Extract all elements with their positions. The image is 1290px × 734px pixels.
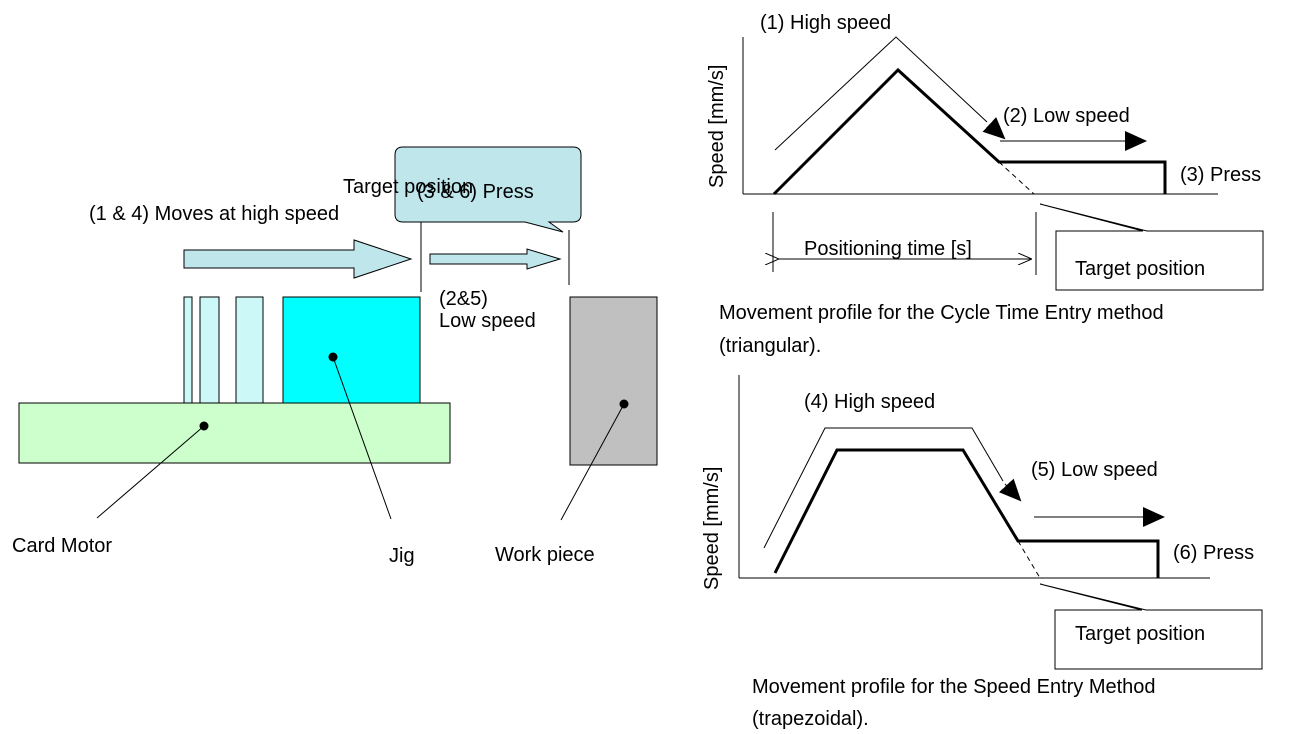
- y-axis-label: Speed [mm/s]: [701, 467, 723, 590]
- triangular-title-high-speed: (1) High speed: [760, 12, 891, 34]
- high-speed-guide: [774, 36, 988, 151]
- trapezoidal-target-callout-text: Target position: [1075, 623, 1205, 645]
- motor-fin: [235, 296, 264, 404]
- work-piece-block: [569, 296, 658, 466]
- target-callout-box: [1039, 203, 1264, 291]
- mechanical-diagram: (3 & 6) Press Target position (1 & 4) Mo…: [12, 146, 658, 567]
- low-speed-label-line1: (2&5): [439, 288, 488, 310]
- card-motor-label: Card Motor: [12, 535, 112, 557]
- trapezoidal-high-speed-label: (4) High speed: [804, 391, 935, 413]
- card-motor-leader: [96, 425, 205, 519]
- target-position-label: Target position: [343, 176, 473, 198]
- motor-fin: [199, 296, 220, 404]
- high-speed-guide: [763, 427, 1004, 549]
- trapezoidal-caption-line2: (trapezoidal).: [752, 708, 869, 730]
- dashed-extension: [998, 161, 1035, 195]
- dashed-extension: [1017, 540, 1041, 579]
- positioning-time-label: Positioning time [s]: [804, 238, 972, 260]
- high-speed-move-label: (1 & 4) Moves at high speed: [89, 203, 339, 225]
- low-speed-arrow: [429, 248, 562, 270]
- triangular-caption-line2: (triangular).: [719, 335, 821, 357]
- speed-profile-line: [773, 448, 1160, 578]
- card-motor-base: [18, 402, 451, 464]
- work-piece-leader: [560, 403, 625, 521]
- low-speed-arrow: [999, 478, 1022, 502]
- jig-label: Jig: [389, 545, 415, 567]
- triangular-caption-line1: Movement profile for the Cycle Time Entr…: [719, 302, 1164, 324]
- jig-leader: [332, 356, 392, 520]
- low-speed-label-line2: Low speed: [439, 310, 536, 332]
- target-callout-box: [1039, 583, 1263, 670]
- motor-fin: [183, 296, 193, 404]
- y-axis-label: Speed [mm/s]: [706, 65, 728, 188]
- triangular-target-callout-text: Target position: [1075, 258, 1205, 280]
- trapezoidal-caption-line1: Movement profile for the Speed Entry Met…: [752, 676, 1156, 698]
- trapezoidal-profile-chart: (4) High speed Speed [mm/s] (5) Low spee…: [701, 375, 1263, 730]
- triangular-profile-chart: (1) High speed Speed [mm/s] (2) Low spee…: [706, 12, 1264, 357]
- press-callout-text: (3 & 6) Press: [417, 181, 534, 203]
- work-piece-label: Work piece: [495, 544, 595, 566]
- high-speed-arrow: [183, 239, 413, 279]
- low-speed-arrow: [982, 117, 1006, 140]
- triangular-low-speed-label: (2) Low speed: [1003, 105, 1130, 127]
- triangular-press-label: (3) Press: [1180, 164, 1261, 186]
- trapezoidal-low-speed-label: (5) Low speed: [1031, 459, 1158, 481]
- jig-block: [282, 296, 421, 404]
- speed-profile-line: [772, 67, 1167, 196]
- trapezoidal-press-label: (6) Press: [1173, 542, 1254, 564]
- press-callout-bubble: [394, 146, 582, 233]
